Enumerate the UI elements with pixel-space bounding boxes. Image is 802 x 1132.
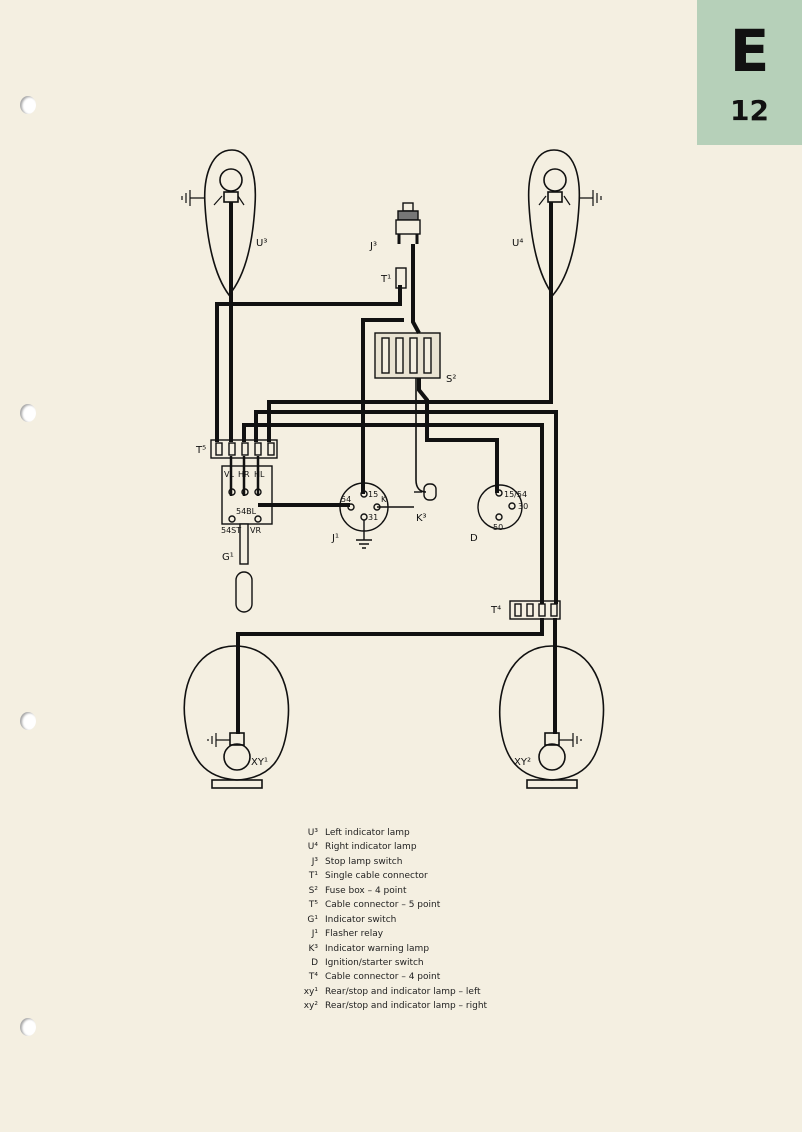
- binder-hole: [20, 712, 36, 730]
- binder-hole: [20, 404, 36, 422]
- wiring-harness: [215, 202, 558, 734]
- label-50: 50: [493, 523, 503, 532]
- label-vr: VR: [250, 526, 261, 535]
- fuse-box: [374, 332, 441, 379]
- cable-connector-4-point: [509, 600, 561, 620]
- right-indicator-lamp: [527, 149, 602, 297]
- label-k3: K³: [416, 513, 427, 524]
- section-tab: E 12: [697, 0, 802, 145]
- label-d: D: [470, 533, 478, 544]
- indicator-warning-lamp: [414, 483, 437, 501]
- label-u4: U⁴: [512, 238, 523, 249]
- binder-hole: [20, 96, 36, 114]
- label-15-54: 15/54: [504, 490, 527, 499]
- label-xy2: XY²: [514, 757, 531, 768]
- label-t1: T¹: [380, 274, 391, 285]
- label-t4: T⁴: [490, 605, 501, 616]
- label-54st: 54ST: [221, 526, 241, 535]
- label-j3: J³: [369, 241, 377, 252]
- label-k: K: [381, 495, 387, 504]
- rear-lamp-left: [183, 645, 290, 789]
- label-j1: J¹: [331, 533, 339, 544]
- label-u3: U³: [256, 238, 267, 249]
- stop-lamp-switch: [395, 202, 421, 244]
- label-vl: VL: [224, 470, 234, 479]
- label-t5: T⁵: [195, 445, 206, 456]
- label-hl: HL: [254, 470, 265, 479]
- label-30: 30: [518, 502, 528, 511]
- binder-hole: [20, 1018, 36, 1036]
- section-letter: E: [729, 17, 770, 85]
- warning-lamp-wire: [415, 378, 427, 493]
- rear-lamp-right: [498, 645, 605, 789]
- left-indicator-lamp: [181, 149, 257, 297]
- label-31: 31: [368, 513, 378, 522]
- section-number: 12: [730, 94, 769, 127]
- label-54: 54: [341, 495, 351, 504]
- indicator-switch: [221, 465, 273, 613]
- cable-connector-5-point: [210, 439, 278, 459]
- label-54bl: 54BL: [236, 507, 257, 516]
- label-15: 15: [368, 490, 378, 499]
- label-xy1: XY¹: [251, 757, 268, 768]
- label-s2: S²: [446, 374, 456, 385]
- label-g1: G¹: [222, 552, 234, 563]
- label-hr: HR: [238, 470, 250, 479]
